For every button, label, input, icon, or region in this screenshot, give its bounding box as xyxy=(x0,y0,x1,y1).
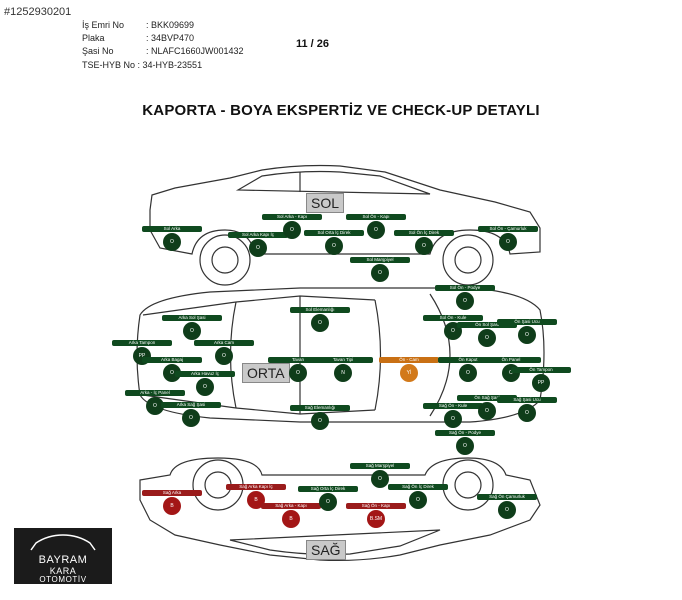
report-title: KAPORTA - BOYA EKSPERTİZ VE CHECK-UP DET… xyxy=(142,102,540,119)
section-label-left: SOL xyxy=(306,193,345,213)
tse-value: : 34-HYB-23551 xyxy=(137,60,203,70)
car-diagram xyxy=(136,164,545,562)
section-label-right: SAĞ xyxy=(306,540,346,560)
work-order-value: : BKK09699 xyxy=(146,20,195,30)
chassis-row: Şasi No : NLAFC1660JW001432 xyxy=(82,46,244,56)
logo-line-1: BAYRAM xyxy=(38,554,88,566)
listing-id: #1252930201 xyxy=(4,6,72,18)
plate-label: Plaka xyxy=(82,33,105,43)
page-number: 11 / 26 xyxy=(296,38,330,50)
work-order-row: İş Emri No : BKK09699 xyxy=(82,20,194,30)
plate-row: Plaka : 34BVP470 xyxy=(82,33,194,43)
section-label-center: ORTA xyxy=(242,363,290,383)
logo-line-3: OTOMOTİV xyxy=(39,575,87,584)
chassis-label: Şasi No xyxy=(82,46,114,56)
work-order-label: İş Emri No xyxy=(82,20,125,30)
dealer-logo: BAYRAM KARA OTOMOTİV xyxy=(14,528,112,584)
tse-row: TSE-HYB No : 34-HYB-23551 xyxy=(82,60,202,70)
logo-line-2: KARA xyxy=(49,566,77,576)
chassis-value: : NLAFC1660JW001432 xyxy=(146,46,244,56)
tse-label: TSE-HYB No xyxy=(82,60,136,70)
car-silhouette-icon xyxy=(30,534,96,551)
plate-value: : 34BVP470 xyxy=(146,33,195,43)
left-side-view xyxy=(149,164,541,286)
